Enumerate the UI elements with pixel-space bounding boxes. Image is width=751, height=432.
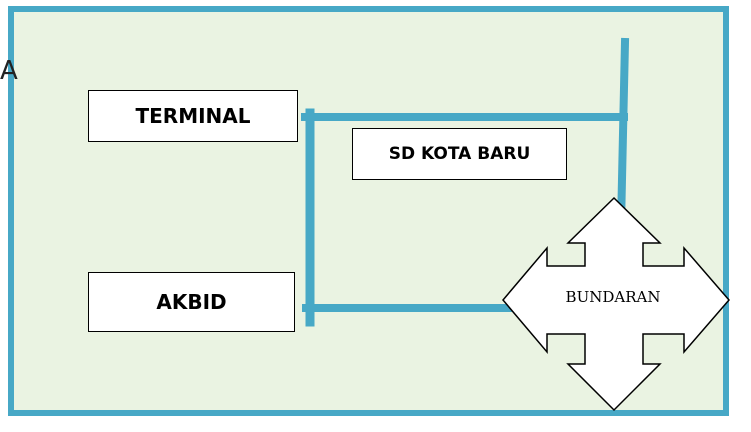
four-way-arrow-icon xyxy=(502,196,730,412)
sd-kota-baru-label: SD KOTA BARU xyxy=(352,128,567,180)
edge-letter: A xyxy=(0,56,18,86)
road-right xyxy=(616,37,630,230)
bundaran-label: BUNDARAN xyxy=(565,288,661,306)
terminal-label: TERMINAL xyxy=(88,90,298,142)
akbid-label: AKBID xyxy=(88,272,295,332)
